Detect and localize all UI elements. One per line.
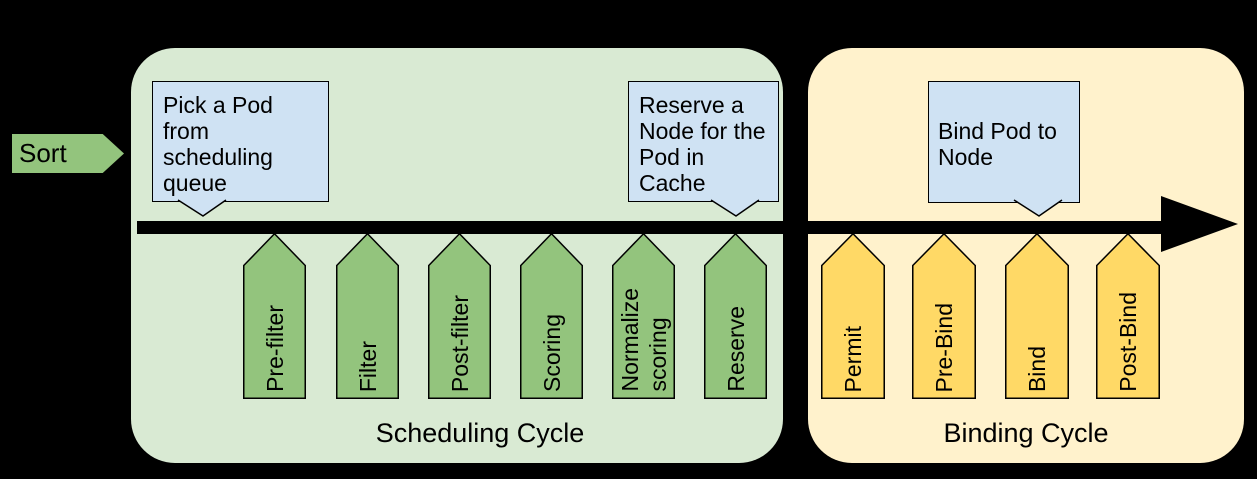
callout-tail-icon: [177, 199, 227, 217]
callout-tail-icon: [1013, 199, 1063, 217]
pentagon-arrow-icon: [428, 233, 491, 399]
pentagon-arrow-icon: [520, 233, 583, 399]
stage-label: Bind: [1023, 345, 1050, 392]
stage-label: Pre-filter: [261, 305, 288, 392]
timeline-arrowhead-icon: [1161, 196, 1238, 252]
stage-label: Reserve: [722, 306, 749, 392]
stage-filter: Filter: [336, 233, 399, 399]
pentagon-arrow-icon: [336, 233, 399, 399]
callout-pick-pod-text: Pick a Pod from scheduling queue: [163, 91, 273, 196]
callout-reserve-node: Reserve a Node for the Pod in Cache: [628, 81, 779, 202]
stage-reserve: Reserve: [704, 233, 767, 399]
stage-label: Permit: [839, 325, 866, 392]
stage-bind: Bind: [1005, 233, 1069, 399]
stage-normalize-scoring: Normalize scoring: [612, 233, 675, 399]
stage-permit: Permit: [821, 233, 885, 399]
sort-label: Sort: [19, 138, 67, 168]
stage-label: Scoring: [538, 314, 565, 392]
stage-scoring: Scoring: [520, 233, 583, 399]
callout-tail-icon: [710, 199, 760, 217]
stage-label: Filter: [354, 340, 381, 392]
stage-pre-bind: Pre-Bind: [912, 233, 976, 399]
pentagon-arrow-icon: [243, 233, 306, 399]
pentagon-arrow-icon: [704, 233, 767, 399]
stage-label: Normalize scoring: [616, 288, 671, 392]
stage-post-bind: Post-Bind: [1096, 233, 1160, 399]
pentagon-arrow-icon: [912, 233, 976, 399]
stage-post-filter: Post-filter: [428, 233, 491, 399]
pentagon-arrow-icon: [1096, 233, 1160, 399]
pentagon-arrow-icon: [821, 233, 885, 399]
stage-label: Post-filter: [446, 294, 473, 392]
stage-pre-filter: Pre-filter: [243, 233, 306, 399]
sort-arrow: Sort: [12, 134, 124, 173]
stage-label: Pre-Bind: [930, 302, 957, 392]
callout-bind-pod-text: Bind Pod to Node: [938, 118, 1057, 170]
pentagon-arrow-icon: [1005, 233, 1069, 399]
pentagon-arrow-icon: [612, 233, 675, 399]
callout-bind-pod: Bind Pod to Node: [928, 81, 1080, 203]
stage-label: Post-Bind: [1114, 292, 1141, 392]
binding-cycle-label: Binding Cycle: [943, 418, 1109, 448]
callout-pick-pod: Pick a Pod from scheduling queue: [152, 81, 329, 202]
callout-reserve-node-text: Reserve a Node for the Pod in Cache: [639, 91, 766, 196]
timeline-arrow-shaft: [137, 221, 1165, 234]
scheduling-cycle-label: Scheduling Cycle: [375, 418, 585, 448]
